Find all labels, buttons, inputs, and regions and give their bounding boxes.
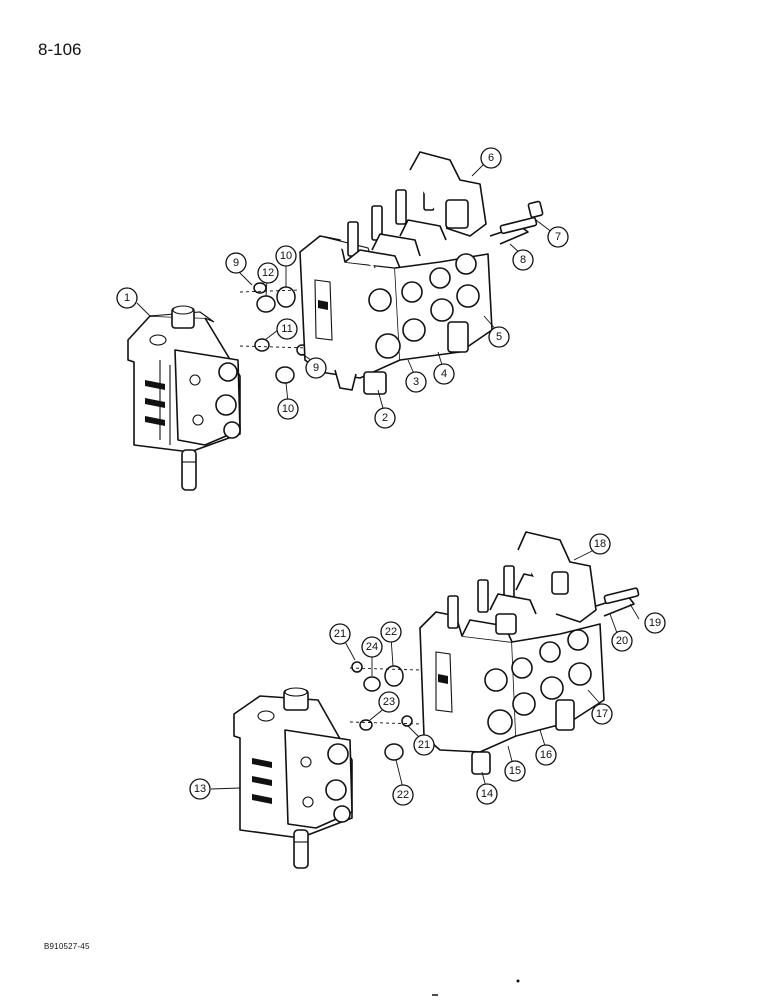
callout-18: 18: [589, 533, 611, 555]
svg-text:9: 9: [313, 362, 319, 374]
callout-16: 16: [535, 744, 557, 766]
svg-text:24: 24: [366, 641, 378, 653]
svg-text:9: 9: [233, 257, 239, 269]
callout-24: 24: [361, 636, 383, 658]
svg-text:18: 18: [594, 538, 606, 550]
callout-15: 15: [504, 760, 526, 782]
svg-text:10: 10: [282, 403, 294, 415]
callout-21-a: 21: [329, 623, 351, 645]
svg-text:13: 13: [194, 783, 206, 795]
reference-code: B910527-45: [44, 942, 90, 951]
inlet-end-cover-lower: [233, 687, 353, 869]
callout-10-a: 10: [275, 245, 297, 267]
seal-rings-upper: [239, 282, 311, 384]
valve-sections-upper: [299, 151, 544, 395]
lower-assembly: [210, 531, 640, 869]
svg-text:8: 8: [520, 254, 526, 266]
callout-12: 12: [257, 262, 279, 284]
inlet-end-cover-upper: [127, 305, 241, 491]
svg-text:16: 16: [540, 749, 552, 761]
svg-text:15: 15: [509, 765, 521, 777]
page-number: 8-106: [38, 40, 82, 59]
svg-text:6: 6: [488, 152, 494, 164]
svg-text:21: 21: [418, 739, 430, 751]
svg-text:7: 7: [555, 231, 561, 243]
callout-3: 3: [405, 371, 427, 393]
stray-dot: [516, 979, 520, 983]
svg-text:1: 1: [124, 292, 130, 304]
upper-assembly: [127, 151, 554, 491]
callout-22-a: 22: [380, 621, 402, 643]
svg-text:4: 4: [441, 368, 447, 380]
svg-text:23: 23: [383, 696, 395, 708]
svg-text:21: 21: [334, 628, 346, 640]
callout-23: 23: [378, 691, 400, 713]
callout-17: 17: [591, 703, 613, 725]
svg-text:12: 12: [262, 267, 274, 279]
callout-9-a: 9: [225, 252, 247, 274]
seal-rings-lower: [349, 661, 421, 761]
callout-1: 1: [116, 287, 138, 309]
callout-10-b: 10: [277, 398, 299, 420]
callout-7: 7: [547, 226, 569, 248]
svg-text:17: 17: [596, 708, 608, 720]
callout-20: 20: [611, 630, 633, 652]
callout-2: 2: [374, 407, 396, 429]
callout-19: 19: [644, 612, 666, 634]
callout-6: 6: [480, 147, 502, 169]
callout-4: 4: [433, 363, 455, 385]
callout-21-b: 21: [413, 734, 435, 756]
svg-text:19: 19: [649, 617, 661, 629]
svg-text:3: 3: [413, 376, 419, 388]
callout-5: 5: [488, 326, 510, 348]
callout-9-b: 9: [305, 357, 327, 379]
svg-text:2: 2: [382, 412, 388, 424]
callout-11: 11: [276, 318, 298, 340]
valve-sections-lower: [419, 531, 640, 775]
callouts: 1 2 3 4 5 6 7 8 9 12 10 11 9 10 13 14 15…: [116, 147, 666, 806]
svg-text:5: 5: [496, 331, 502, 343]
svg-text:20: 20: [616, 635, 628, 647]
svg-text:10: 10: [280, 250, 292, 262]
svg-text:11: 11: [281, 323, 292, 335]
callout-14: 14: [476, 783, 498, 805]
callout-13: 13: [189, 778, 211, 800]
svg-text:22: 22: [397, 789, 409, 801]
svg-text:22: 22: [385, 626, 397, 638]
svg-text:14: 14: [481, 788, 493, 800]
callout-8: 8: [512, 249, 534, 271]
callout-22-b: 22: [392, 784, 414, 806]
